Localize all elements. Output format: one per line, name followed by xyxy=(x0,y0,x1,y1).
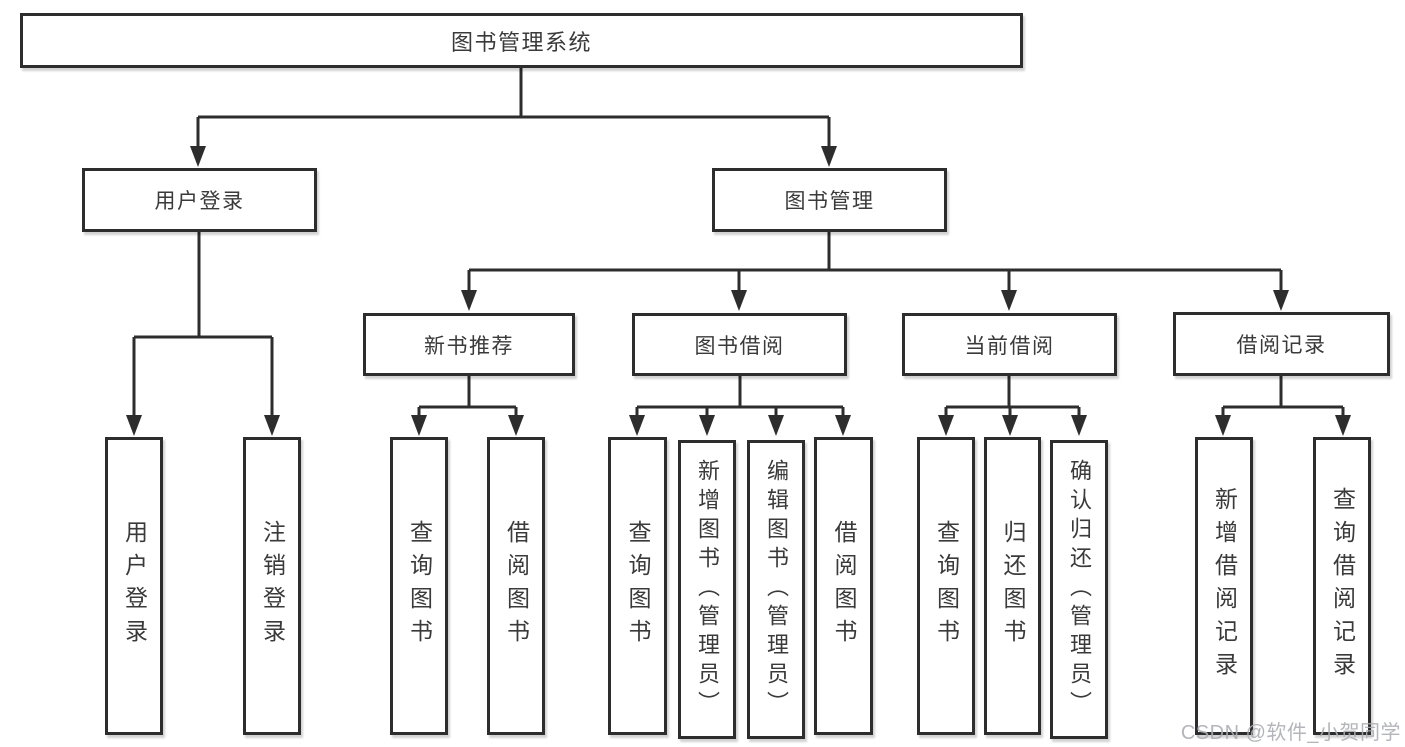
leaf-edit-books-admin: 编辑图书（管理员） xyxy=(747,440,805,739)
node-borrowing-records: 借阅记录 xyxy=(1173,312,1390,376)
node-book-borrowing: 图书借阅 xyxy=(632,313,847,376)
leaf-add-books-admin: 新增图书（管理员） xyxy=(678,440,736,739)
leaf-query-books-borrowing: 查询图书 xyxy=(608,437,667,735)
node-book-management: 图书管理 xyxy=(712,168,947,232)
csdn-watermark: CSDN @软件_小贺同学 xyxy=(1180,722,1401,744)
node-library-management-system: 图书管理系统 xyxy=(20,13,1023,68)
leaf-borrow-books-recommend: 借阅图书 xyxy=(487,437,545,735)
leaf-user-login: 用户登录 xyxy=(105,437,163,735)
leaf-query-borrow-record: 查询借阅记录 xyxy=(1313,437,1371,735)
leaf-confirm-return-admin: 确认归还（管理员） xyxy=(1050,440,1108,739)
leaf-logout: 注销登录 xyxy=(243,437,301,735)
leaf-query-books-recommend: 查询图书 xyxy=(390,437,448,735)
leaf-return-books: 归还图书 xyxy=(984,437,1041,735)
node-new-book-recommendation: 新书推荐 xyxy=(363,313,575,376)
node-current-borrowing: 当前借阅 xyxy=(902,313,1117,376)
leaf-borrow-books-borrowing: 借阅图书 xyxy=(814,437,873,735)
leaf-query-books-current: 查询图书 xyxy=(917,437,975,735)
node-user-login: 用户登录 xyxy=(82,168,317,232)
leaf-add-borrow-record: 新增借阅记录 xyxy=(1195,437,1253,735)
